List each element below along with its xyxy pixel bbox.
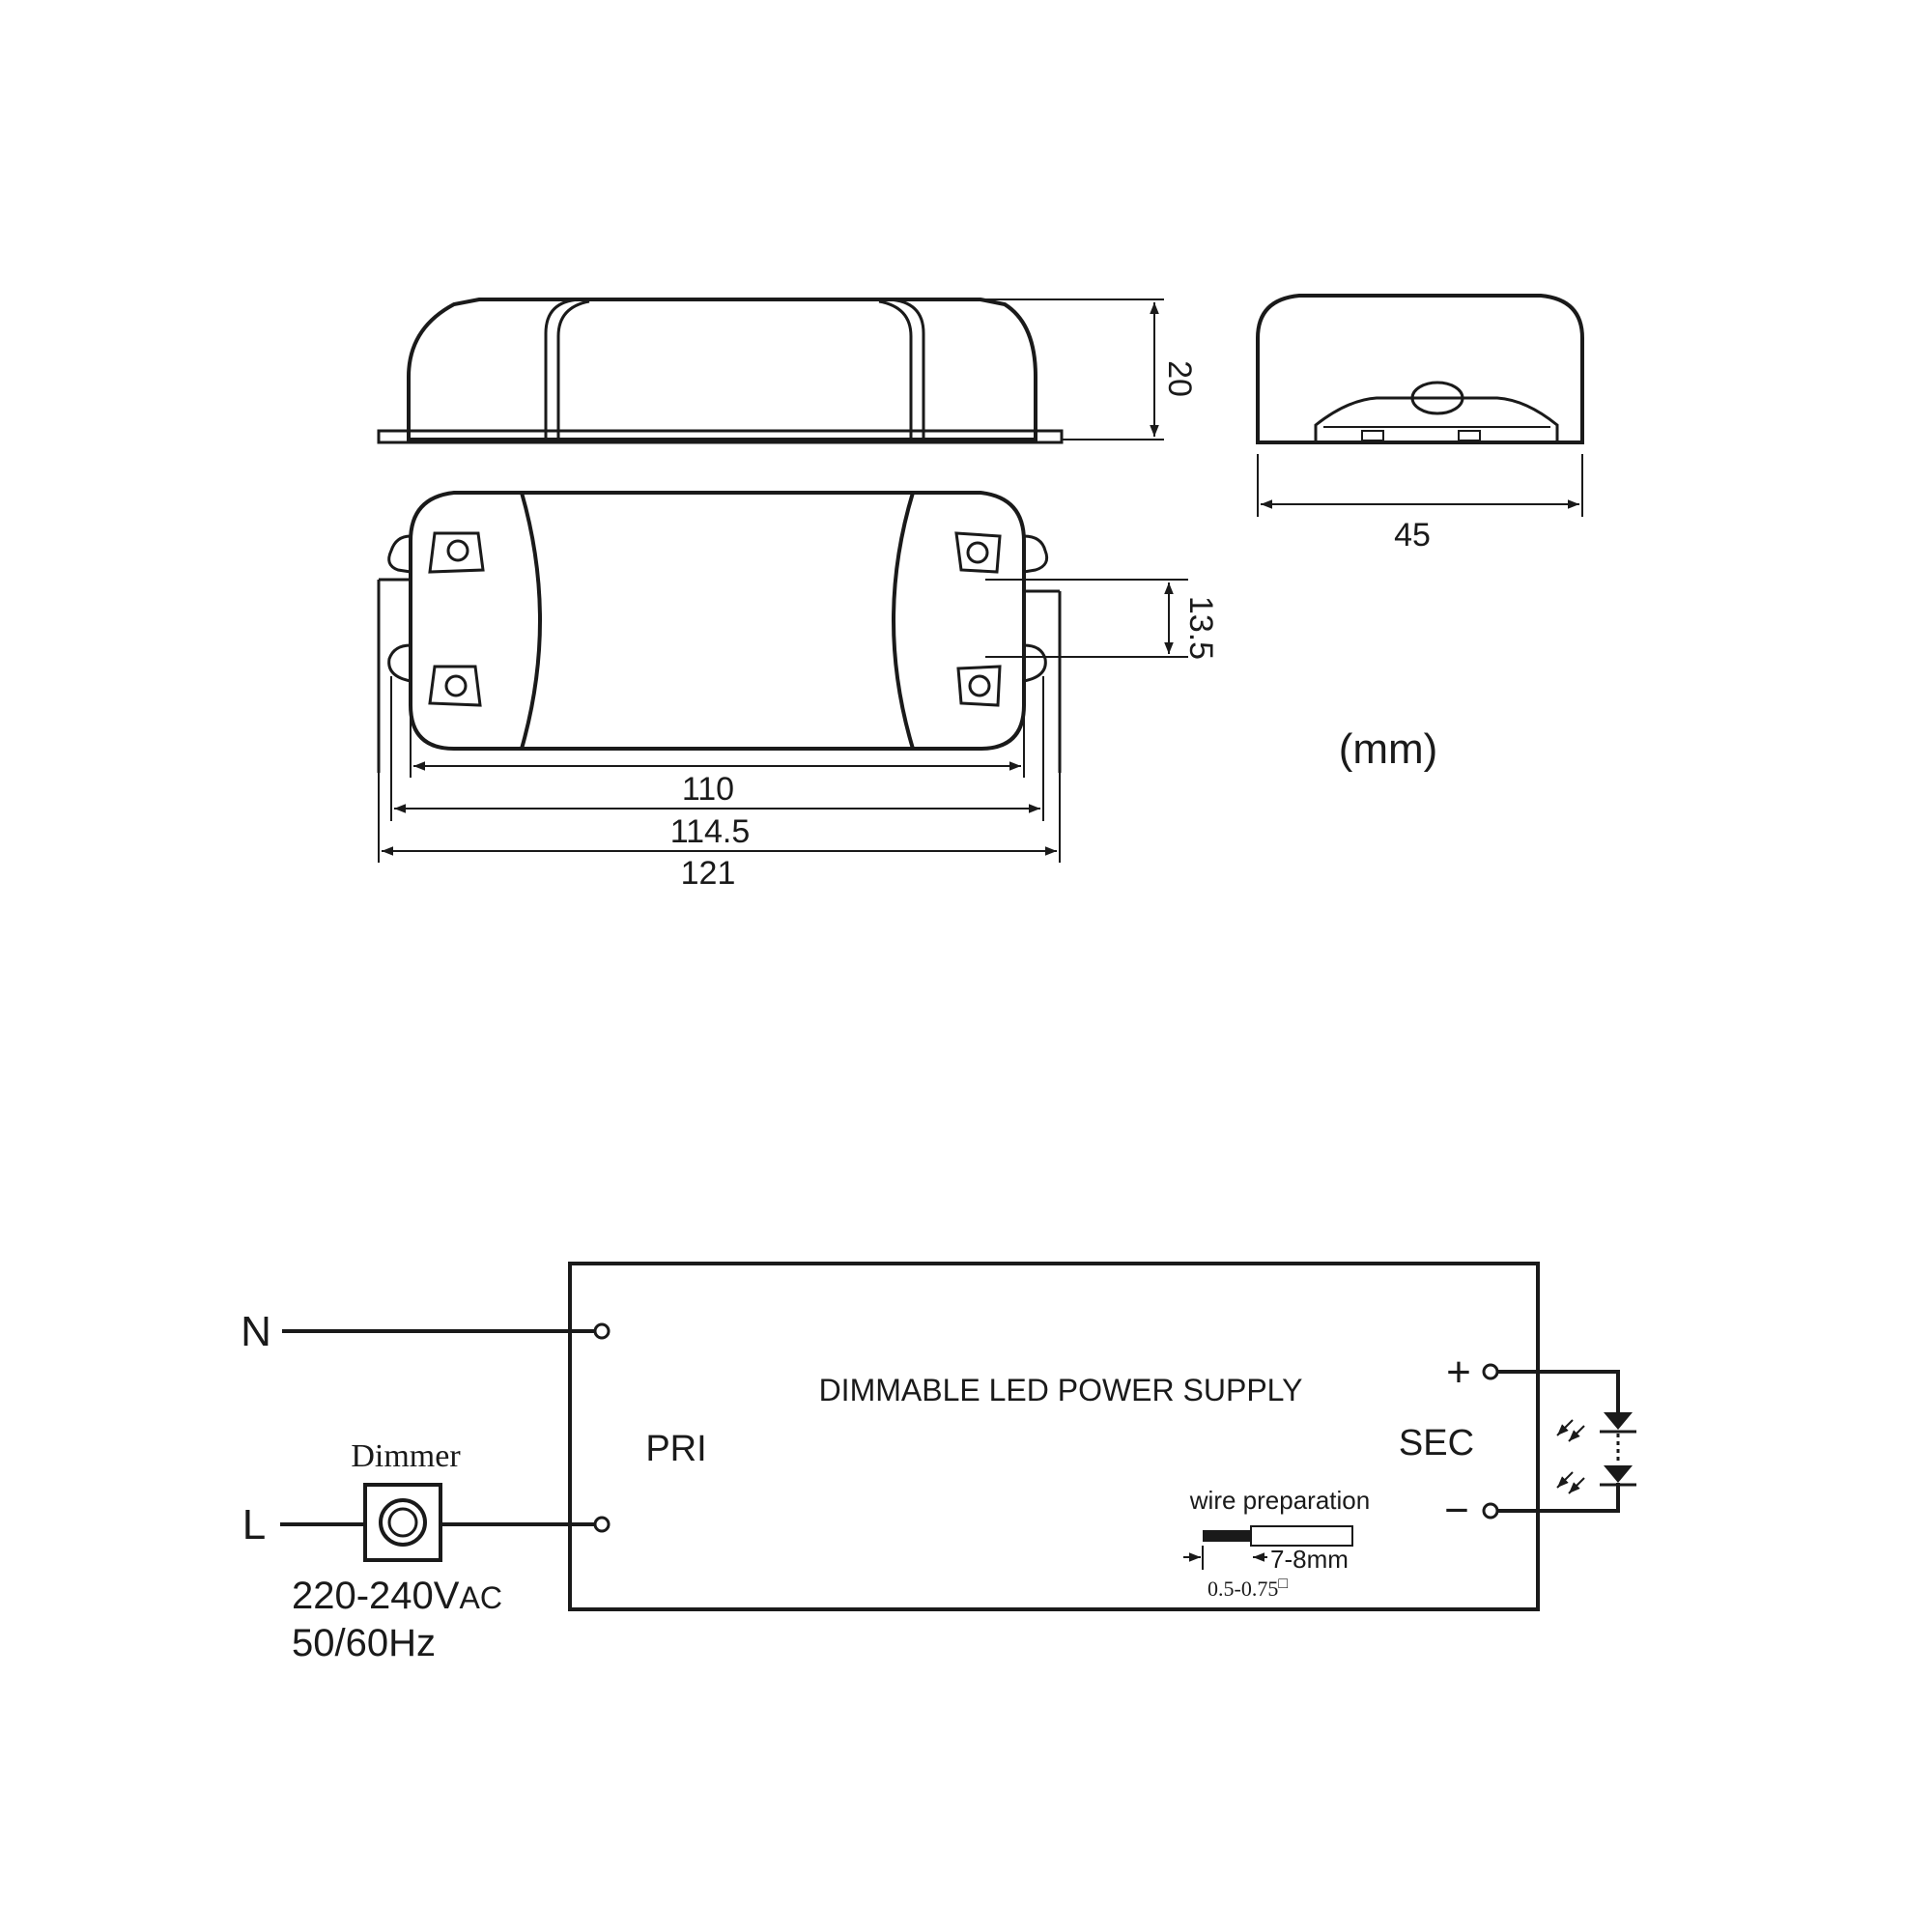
voltage-label: 220-240VAC [292,1575,502,1617]
live-label: L [242,1501,266,1548]
housing-end-view [1256,294,1584,444]
length-mount-value: 114.5 [670,813,751,850]
mount-spacing-value: 13.5 [1182,596,1219,660]
wire-stripped-icon [1250,1525,1353,1547]
wire-gauge-label: 0.5-0.75□ [1208,1576,1288,1601]
wire-gauge-unit: □ [1278,1576,1288,1592]
housing-plan-view [377,491,1062,773]
housing-side-profile [377,298,1064,444]
screw-icon [954,531,1002,574]
terminal-icon [1482,1363,1499,1380]
power-supply-box [568,1262,1540,1611]
length-dimensions: 110 114.5 121 [378,676,1061,892]
screw-icon [956,665,1002,707]
wire-prep-label: wire preparation [1189,1486,1370,1515]
frequency-label: 50/60Hz [292,1622,436,1664]
led-icon [1556,1465,1636,1494]
units-label: (mm) [1339,725,1438,773]
wiring-diagram: N L Dimmer 220-240VAC 50/60Hz PRI SEC DI… [241,1262,1636,1664]
terminal-icon [593,1322,611,1340]
screw-icon [428,665,482,707]
voltage-value: 220-240V [292,1575,460,1617]
height-value: 20 [1161,360,1198,397]
secondary-label: SEC [1399,1423,1474,1463]
led-icon [1556,1412,1636,1442]
terminal-icon [1482,1502,1499,1520]
dimmer-label: Dimmer [351,1438,461,1474]
primary-label: PRI [645,1429,706,1469]
screw-icon [428,531,485,574]
height-dimension: 20 [976,298,1198,440]
width-value: 45 [1394,517,1431,554]
terminal-icon [593,1516,611,1533]
wire-preparation-detail: wire preparation 7-8mm 0.5-0.75□ [1183,1486,1370,1601]
length-inner-value: 110 [682,771,734,808]
neutral-label: N [241,1308,271,1355]
supply-title: DIMMABLE LED POWER SUPPLY [819,1373,1303,1407]
voltage-suffix: AC [459,1580,501,1615]
mount-spacing-dimension: 13.5 [985,579,1219,660]
width-dimension: 45 [1257,454,1583,554]
plus-label: + [1446,1349,1471,1396]
wire-gauge-value: 0.5-0.75 [1208,1577,1278,1601]
minus-label: − [1444,1487,1469,1534]
length-overall-value: 121 [681,855,736,892]
wire-insulation-icon [1203,1530,1251,1542]
strip-length-label: 7-8mm [1270,1545,1349,1574]
dimmer-icon [363,1483,442,1562]
